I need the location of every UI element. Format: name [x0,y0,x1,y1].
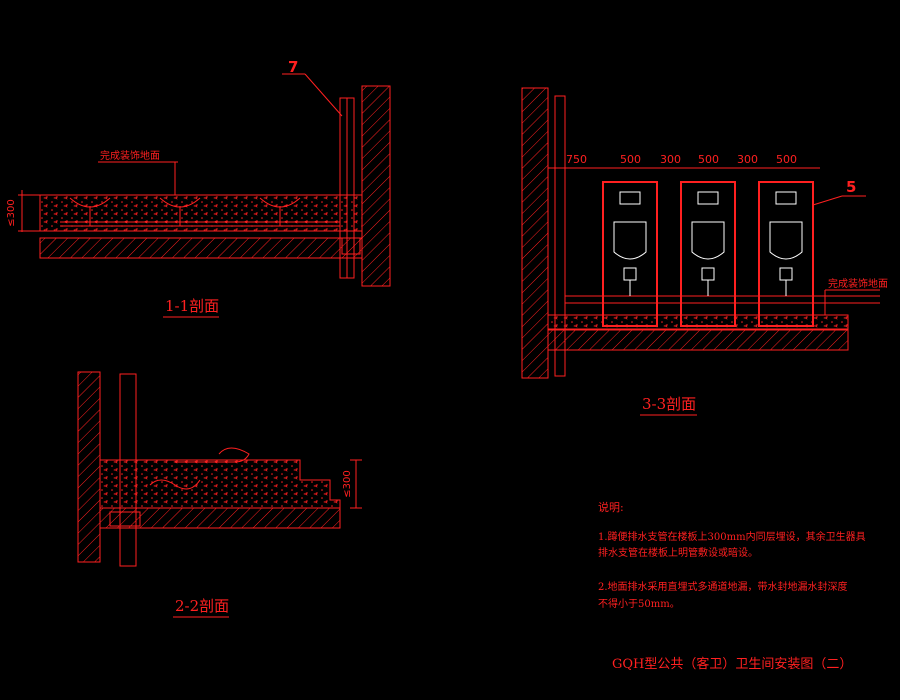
section-3-3: 750 500 300 500 300 500 [521,87,888,416]
s33-vertical-pipe [554,95,566,377]
s11-floor-note: 完成装饰地面 [100,149,160,162]
s22-structural-slab [99,507,341,529]
s33-urinal-3 [758,181,814,327]
s33-wall [521,87,549,379]
note-1-line-1: 1.蹲便排水支管在楼板上300mm内同层埋设，其余卫生器具 [598,530,866,543]
s33-structural-slab [547,329,849,351]
note-1-line-2: 排水支管在楼板上明管敷设或暗设。 [598,546,758,559]
s22-wall [77,371,101,563]
s11-fill-layer [39,194,363,232]
s33-callout-number: 5 [846,178,856,196]
s33-dim-5: 500 [776,153,797,166]
section-2-2: ≤300 2-2剖面 [77,371,362,618]
s11-wall [361,85,391,287]
s33-title: 3-3剖面 [642,395,696,413]
s33-dim-2: 300 [660,153,681,166]
note-2-line-1: 2.地面排水采用直埋式多通道地漏，带水封地漏水封深度 [598,580,848,593]
s33-dim-4: 300 [737,153,758,166]
s33-urinal-1 [602,181,658,327]
note-2-line-2: 不得小于50mm。 [598,598,680,610]
s11-dim-label: ≤300 [6,199,17,226]
section-1-1: ≤300 完成装饰地面 7 1-1剖面 [6,58,391,318]
s33-dim-3: 500 [698,153,719,166]
s22-title: 2-2剖面 [175,597,229,615]
s33-dim-0: 750 [566,153,587,166]
s33-dim-1: 500 [620,153,641,166]
s33-urinal-2 [680,181,736,327]
s11-structural-slab [39,237,363,259]
s33-floor-note: 完成装饰地面 [828,277,888,290]
s22-fill-layer [99,459,341,509]
s22-dim-label: ≤300 [342,470,353,497]
s11-title: 1-1剖面 [165,297,219,315]
s33-dimensions: 750 500 300 500 300 500 [566,153,797,166]
s11-squat-pans [69,197,301,226]
drawing-title: GQH型公共（客卫）卫生间安装图（二） [612,656,852,672]
notes-heading: 说明: [598,500,624,514]
s22-squat-pan [175,447,250,463]
notes-block: 说明: 1.蹲便排水支管在楼板上300mm内同层埋设，其余卫生器具 排水支管在楼… [598,500,866,610]
s11-callout-number: 7 [288,58,298,76]
